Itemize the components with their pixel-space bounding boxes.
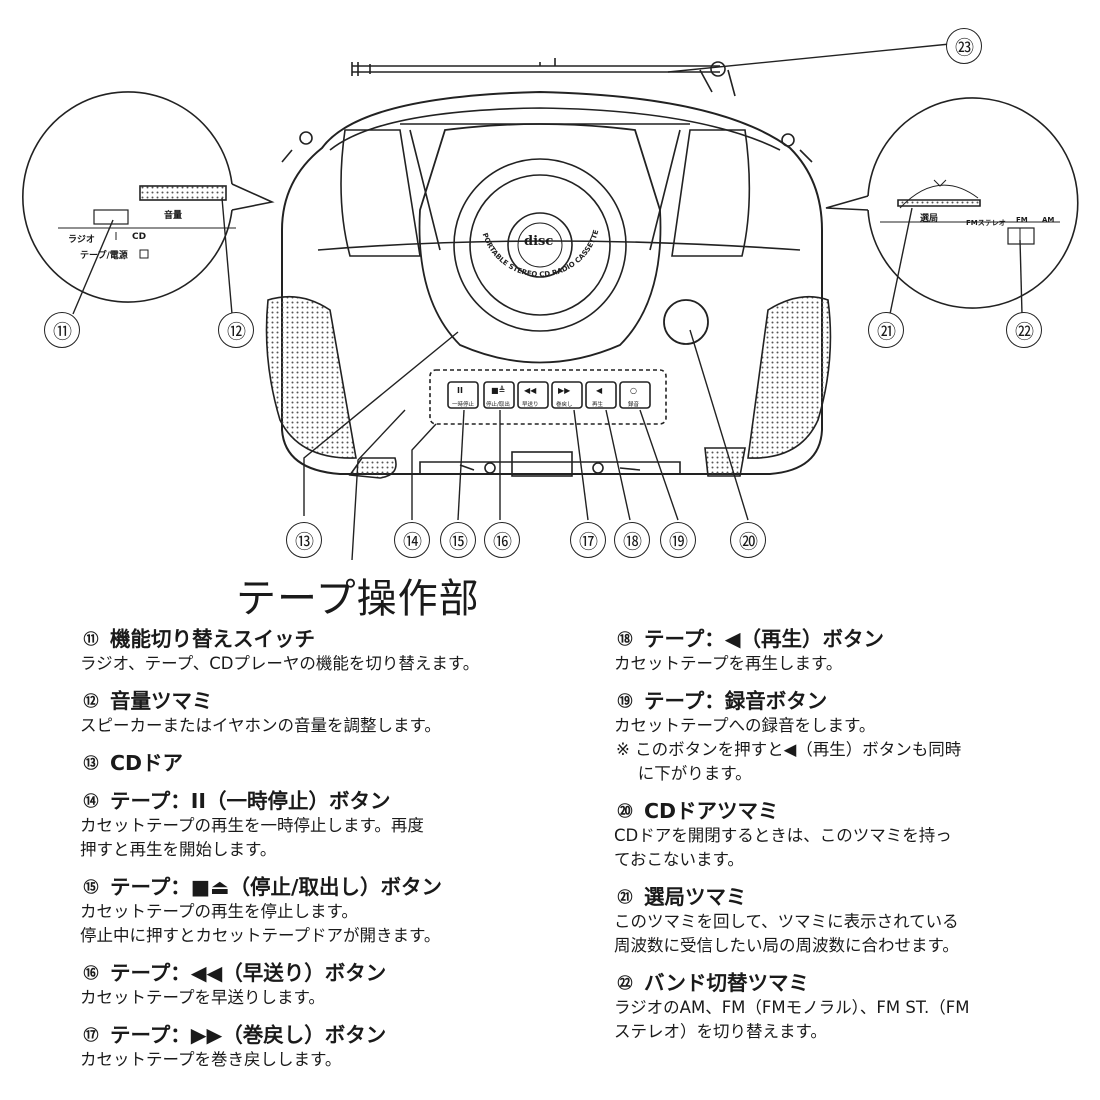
item-number: ⑭ [83, 792, 99, 810]
radio-body [265, 90, 832, 479]
callout-11: ⑪ [44, 312, 80, 348]
leader-lines [72, 43, 1023, 561]
record-button[interactable]: ○ [630, 386, 637, 395]
callout-14: ⑭ [394, 522, 430, 558]
item-title: 音量ツマミ [110, 689, 213, 713]
item-title: 機能切り替えスイッチ [110, 627, 315, 651]
item-number: ⑱ [617, 630, 633, 648]
band-fm-label: FM [1016, 216, 1028, 224]
pause-button-shape [447, 381, 479, 409]
callout-17: ⑰ [570, 522, 606, 558]
section-title: テープ操作部 [236, 576, 480, 622]
callout-13: ⑬ [286, 522, 322, 558]
item-title: テープ：◀◀（早送り）ボタン [110, 961, 387, 985]
item-19: ⑲ テープ：録音ボタン カセットテープへの録音をします。 ※ このボタンを押すと◀… [614, 688, 1084, 786]
play-button-sub: 再生 [592, 402, 604, 408]
right-inset [825, 97, 1079, 309]
stop-eject-button-sub: 停止/取出 [486, 402, 510, 408]
item-note: ※ このボタンを押すと◀（再生）ボタンも同時 に下がります。 [616, 740, 962, 783]
item-description: カセットテープを巻き戻しします。 [80, 1050, 342, 1069]
item-18: ⑱ テープ：◀（再生）ボタン カセットテープを再生します。 [614, 626, 1084, 676]
item-number: ⑳ [617, 802, 633, 820]
callout-22: ㉒ [1006, 312, 1042, 348]
item-number: ㉒ [617, 974, 633, 992]
callout-23: ㉓ [946, 28, 982, 64]
tape-control-panel [429, 369, 667, 425]
item-title: テープ：■⏏（停止/取出し）ボタン [110, 875, 442, 899]
item-description: CDドアを開閉するときは、このツマミを持っ ておこないます。 [614, 826, 952, 869]
item-number: ⑮ [83, 878, 99, 896]
item-number: ⑬ [83, 754, 99, 772]
item-title: 選局ツマミ [644, 885, 747, 909]
radio-illustration [22, 43, 1079, 561]
switch-cd-label: CD [132, 232, 147, 242]
item-20: ⑳ CDドアツマミ CDドアを開閉するときは、このツマミを持っ ておこないます。 [614, 798, 1084, 872]
item-17: ⑰ テープ：▶▶（巻戻し）ボタン カセットテープを巻き戻しします。 [80, 1022, 600, 1072]
item-14: ⑭ テープ：II（一時停止）ボタン カセットテープの再生を一時停止します。再度 押… [80, 788, 600, 862]
band-fm-stereo-label: FMステレオ [966, 219, 1006, 227]
callout-20: ⑳ [730, 522, 766, 558]
item-title: テープ：▶▶（巻戻し）ボタン [110, 1023, 387, 1047]
switch-tape-power-label: テープ/電源 [80, 251, 128, 261]
radio-diagram: ㉓ ⑪ ⑫ ㉑ ㉒ ⑬ ⑭ ⑮ ⑯ ⑰ ⑱ ⑲ ⑳ ラジオ CD テープ/電源 … [0, 0, 1079, 561]
item-description: スピーカーまたはイヤホンの音量を調整します。 [80, 716, 441, 735]
rewind-button-sub: 巻戻し [556, 402, 573, 408]
item-number: ⑲ [617, 692, 633, 710]
left-inset [22, 91, 275, 303]
fast-forward-button[interactable]: ◀◀ [524, 386, 537, 395]
callout-12: ⑫ [218, 312, 254, 348]
cd-logo: disc [524, 234, 554, 249]
item-description: カセットテープの再生を一時停止します。再度 押すと再生を開始します。 [80, 816, 424, 859]
item-title: テープ：II（一時停止）ボタン [110, 789, 391, 813]
item-description: カセットテープを再生します。 [614, 654, 843, 673]
tuning-label: 選局 [920, 214, 939, 224]
item-number: ⑯ [83, 964, 99, 982]
callout-21: ㉑ [868, 312, 904, 348]
pause-button[interactable]: II [457, 386, 463, 395]
stop-eject-button[interactable]: ■≜ [491, 386, 506, 395]
item-description: カセットテープを早送りします。 [80, 988, 325, 1007]
callout-18: ⑱ [614, 522, 650, 558]
item-11: ⑪ 機能切り替えスイッチ ラジオ、テープ、CDプレーヤの機能を切り替えます。 [80, 626, 600, 676]
item-description: ラジオのAM、FM（FMモノラル）、FM ST.（FM ステレオ）を切り替えます… [614, 998, 970, 1041]
cd-door-knob[interactable] [663, 299, 709, 345]
item-12: ⑫ 音量ツマミ スピーカーまたはイヤホンの音量を調整します。 [80, 688, 600, 738]
item-title: CDドア [110, 751, 184, 775]
antenna [351, 58, 736, 97]
item-description: カセットテープへの録音をします。 [614, 716, 876, 735]
item-number: ⑰ [83, 1026, 99, 1044]
item-description: カセットテープの再生を停止します。 停止中に押すとカセットテープドアが開きます。 [80, 902, 441, 945]
play-button[interactable]: ◀ [596, 386, 603, 395]
switch-radio-label: ラジオ [68, 235, 95, 245]
item-16: ⑯ テープ：◀◀（早送り）ボタン カセットテープを早送りします。 [80, 960, 600, 1010]
fast-forward-button-sub: 早送り [522, 402, 539, 408]
record-button-sub: 録音 [628, 402, 640, 408]
item-number: ㉑ [617, 888, 633, 906]
band-am-label: AM [1042, 216, 1055, 224]
callout-16: ⑯ [484, 522, 520, 558]
pause-button-sub: 一時停止 [452, 402, 475, 408]
callout-19: ⑲ [660, 522, 696, 558]
callout-15: ⑮ [440, 522, 476, 558]
item-title: CDドアツマミ [644, 799, 779, 823]
item-title: バンド切替ツマミ [644, 971, 810, 995]
item-number: ⑫ [83, 692, 99, 710]
item-15: ⑮ テープ：■⏏（停止/取出し）ボタン カセットテープの再生を停止します。 停止中… [80, 874, 600, 948]
item-description: このツマミを回して、ツマミに表示されている 周波数に受信したい局の周波数に合わせ… [614, 912, 959, 955]
item-title: テープ：録音ボタン [644, 689, 828, 713]
volume-label: 音量 [164, 211, 183, 221]
item-13: ⑬ CDドア [80, 750, 600, 776]
item-description: ラジオ、テープ、CDプレーヤの機能を切り替えます。 [80, 654, 480, 673]
description-list-right: ⑱ テープ：◀（再生）ボタン カセットテープを再生します。 ⑲ テープ：録音ボタン … [614, 626, 1084, 1056]
item-title: テープ：◀（再生）ボタン [644, 627, 885, 651]
rewind-button[interactable]: ▶▶ [558, 386, 571, 395]
item-number: ⑪ [83, 630, 99, 648]
